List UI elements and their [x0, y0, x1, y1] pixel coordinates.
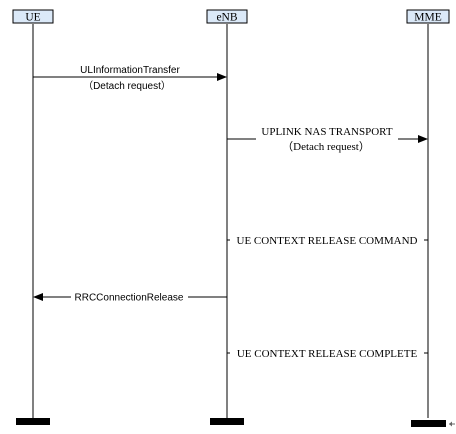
participant-ue-label: UE — [25, 12, 40, 24]
message-ue-context-release-command: UE CONTEXT RELEASE COMMAND — [227, 235, 428, 247]
message-ue-context-release-command-label: UE CONTEXT RELEASE COMMAND — [237, 235, 418, 247]
message-ul-info-transfer: ULInformationTransfer （Detach request） — [33, 65, 227, 92]
message-rrc-connection-release-label: RRCConnectionRelease — [75, 293, 184, 304]
terminator-ue — [16, 418, 50, 425]
message-uplink-nas-transport-sublabel: （Detach request） — [282, 140, 370, 153]
participant-mme-label: MME — [414, 12, 441, 24]
terminator-mme — [411, 420, 446, 427]
message-ul-info-transfer-label: ULInformationTransfer — [80, 65, 180, 76]
participant-mme: MME — [406, 9, 450, 24]
message-uplink-nas-transport: UPLINK NAS TRANSPORT （Detach request） — [227, 126, 428, 153]
participant-enb-label: eNB — [216, 12, 237, 24]
message-rrc-connection-release: RRCConnectionRelease — [33, 293, 227, 304]
message-uplink-nas-transport-label: UPLINK NAS TRANSPORT — [261, 126, 392, 138]
terminator-enb — [210, 418, 244, 425]
participant-enb: eNB — [206, 9, 248, 24]
message-ue-context-release-complete-label: UE CONTEXT RELEASE COMPLETE — [237, 348, 418, 360]
message-ue-context-release-complete: UE CONTEXT RELEASE COMPLETE — [227, 348, 428, 360]
participant-ue: UE — [12, 9, 54, 24]
message-ul-info-transfer-sublabel: （Detach request） — [83, 80, 171, 92]
paragraph-return-icon — [449, 421, 455, 427]
